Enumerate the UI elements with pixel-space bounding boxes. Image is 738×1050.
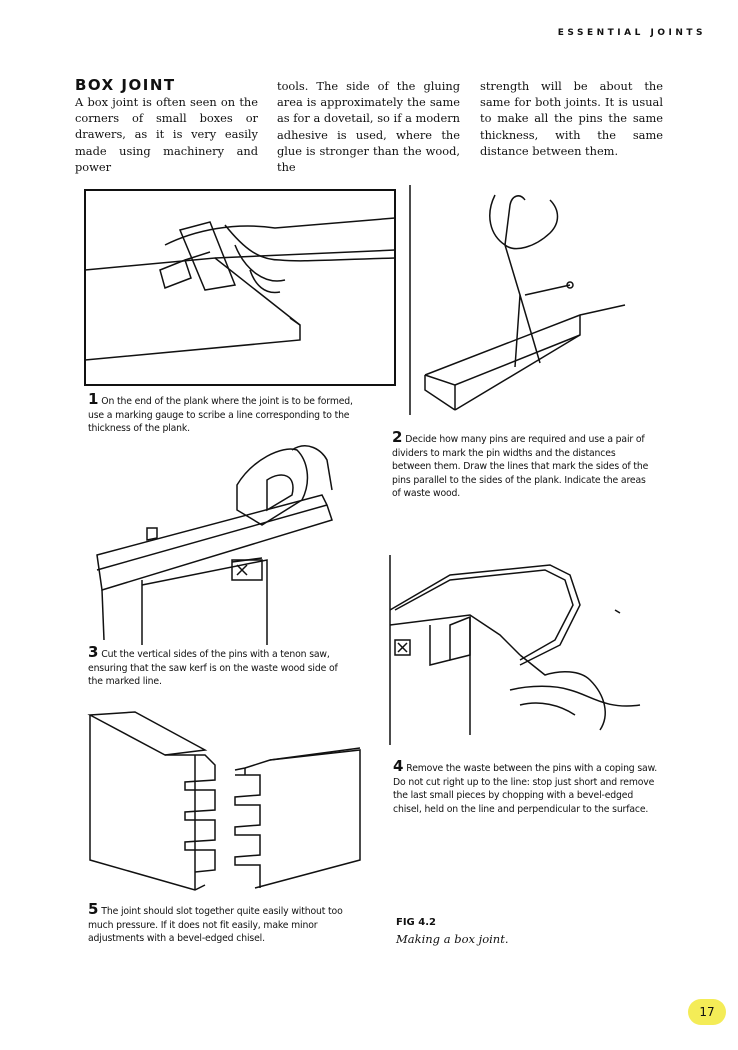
section-title: BOX JOINT [75, 76, 176, 94]
step-4-number: 4 [393, 757, 404, 775]
step-5-number: 5 [88, 900, 99, 918]
page-number-badge: 17 [688, 999, 726, 1025]
body-column-1: A box joint is often seen on the corners… [75, 95, 258, 174]
body-column-2: tools. The side of the gluing area is ap… [277, 79, 460, 175]
step-1-number: 1 [88, 390, 99, 408]
step-5-text: The joint should slot together quite eas… [88, 906, 343, 945]
step-2-text: Decide how many pins are required and us… [392, 434, 649, 500]
body-column-3: strength will be about the same for both… [480, 79, 663, 158]
step-3-text: Cut the vertical sides of the pins with … [88, 649, 338, 688]
illustration-coping-saw [390, 555, 640, 745]
illustration-marking-gauge [85, 190, 395, 385]
figure-title: Making a box joint. [396, 932, 509, 946]
step-1-text: On the end of the plank where the joint … [88, 396, 353, 435]
illustration-dividers [410, 185, 625, 415]
illustration-box-joint-pieces [85, 710, 365, 890]
step-4-text: Remove the waste between the pins with a… [393, 763, 658, 815]
illustration-tenon-saw [92, 440, 332, 645]
step-2-number: 2 [392, 428, 403, 446]
figure-label: FIG 4.2 [396, 917, 436, 928]
step-3-number: 3 [88, 643, 99, 661]
running-head: ESSENTIAL JOINTS [557, 28, 706, 38]
